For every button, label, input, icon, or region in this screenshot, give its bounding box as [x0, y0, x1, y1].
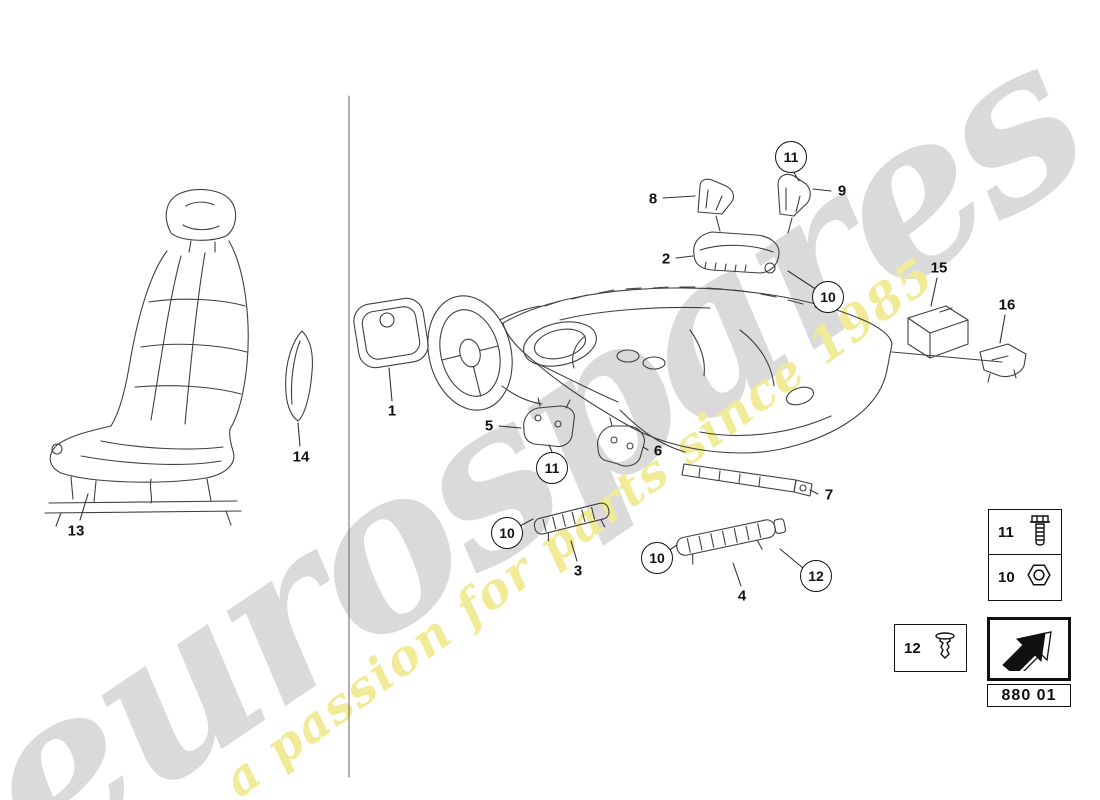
bracket-6-drawing [597, 417, 645, 467]
callout-10-b[interactable]: 10 [491, 517, 523, 549]
direction-arrow-box [987, 617, 1071, 681]
callout-9[interactable]: 9 [837, 182, 847, 200]
callout-1[interactable]: 1 [387, 402, 397, 420]
dashboard-drawing [502, 286, 1003, 454]
callout-2[interactable]: 2 [661, 250, 671, 268]
callout-7[interactable]: 7 [824, 486, 834, 504]
bar-4-drawing [676, 518, 787, 565]
legend-clip-label: 12 [904, 639, 921, 657]
bolt-icon [1028, 512, 1052, 553]
callout-6[interactable]: 6 [653, 442, 663, 460]
legend-nut-label: 10 [998, 569, 1015, 586]
legend-bolt-label: 11 [998, 524, 1014, 541]
callout-11-a[interactable]: 11 [775, 141, 807, 173]
steering-wheel-drawing [427, 295, 543, 411]
passenger-airbag-drawing [693, 215, 793, 274]
driver-airbag-drawing [353, 297, 429, 369]
leader-lines [79, 170, 1006, 587]
callout-16[interactable]: 16 [998, 296, 1016, 314]
module-15-drawing [907, 305, 969, 359]
callout-10-c[interactable]: 10 [641, 542, 673, 574]
pillar-trim-drawing [285, 330, 313, 422]
rail-7-drawing [681, 463, 813, 497]
bracket-16-drawing [979, 343, 1027, 383]
callout-3[interactable]: 3 [573, 562, 583, 580]
callout-4[interactable]: 4 [737, 587, 747, 605]
callout-15[interactable]: 15 [930, 259, 948, 277]
legend-item-bolt[interactable]: 11 [988, 509, 1062, 556]
callout-11-b[interactable]: 11 [536, 452, 568, 484]
legend-item-nut[interactable]: 10 [988, 554, 1062, 601]
callout-8[interactable]: 8 [648, 190, 658, 208]
callout-14[interactable]: 14 [292, 448, 310, 466]
bracket-8-drawing [697, 178, 735, 215]
callout-5[interactable]: 5 [484, 417, 494, 435]
bracket-9-drawing [777, 173, 811, 217]
callout-10-a[interactable]: 10 [812, 281, 844, 313]
legend-item-clip[interactable]: 12 [894, 624, 967, 672]
callout-12[interactable]: 12 [800, 560, 832, 592]
clip-icon [933, 631, 957, 666]
seat-drawing [44, 189, 249, 527]
direction-arrow-icon [997, 623, 1061, 676]
bracket-5-drawing [523, 397, 575, 448]
diagram-code: 880 01 [987, 684, 1071, 707]
callout-13[interactable]: 13 [67, 522, 85, 540]
nut-icon [1026, 562, 1052, 593]
bar-3-drawing [533, 502, 610, 542]
